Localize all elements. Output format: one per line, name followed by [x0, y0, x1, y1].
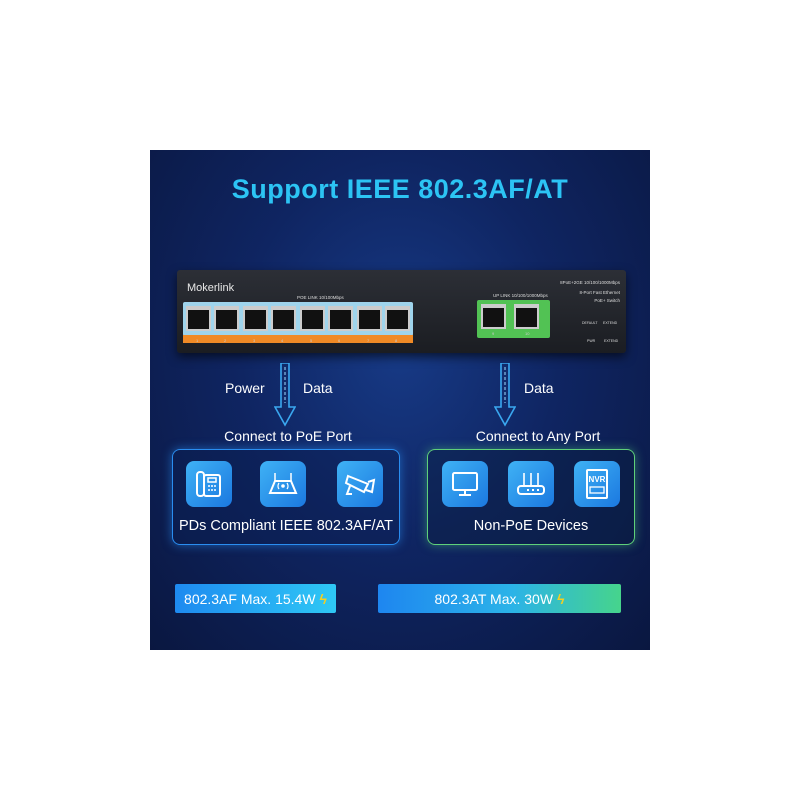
headline: Support IEEE 802.3AF/AT	[231, 174, 569, 204]
ip-phone-icon	[186, 461, 232, 507]
non-poe-devices-group: NVR Non-PoE Devices	[427, 449, 635, 545]
connect-poe-label: Connect to PoE Port	[224, 428, 352, 444]
uplink-label: UP LINK 10/100/1000Mbps	[493, 293, 548, 298]
af-power-text: 802.3AF Max. 15.4W	[184, 590, 316, 607]
led-label-extend: EXTEND	[604, 339, 619, 343]
connect-any-label: Connect to Any Port	[475, 428, 601, 444]
poe-port-strip: 1 2 3 4 5 6 7 8	[183, 335, 413, 343]
router-icon	[508, 461, 554, 507]
data-label-left: Data	[303, 380, 333, 396]
switch-label-default: DEFAULT	[582, 321, 598, 325]
nvr-icon: NVR	[574, 461, 620, 507]
power-label: Power	[225, 380, 265, 396]
model-line2: 8-Port Fast Ethernet	[579, 290, 620, 295]
uplink-ports: 9 10	[477, 300, 550, 338]
poe-link-label: POE LINK 10/100Mbps	[297, 295, 344, 300]
switch-label-extend: EXTEND	[603, 321, 618, 325]
led-label-pwr: PWR	[587, 339, 596, 343]
svg-text:NVR: NVR	[589, 475, 606, 484]
data-label-right: Data	[524, 380, 554, 396]
non-poe-group-label: Non-PoE Devices	[473, 518, 589, 534]
poe-devices-group: PDs Compliant IEEE 802.3AF/AT	[172, 449, 400, 545]
poe-switch-image: Mokerlink POE LINK 10/100Mbps UP LINK 10…	[177, 270, 626, 353]
arrow-down-icon	[274, 363, 296, 427]
brand-logo: Mokerlink	[187, 282, 235, 294]
ip-camera-icon	[337, 461, 383, 507]
model-line1: 8PoE+2GE 10/100/1000Mbps	[560, 280, 620, 285]
arrow-down-icon	[494, 363, 516, 427]
monitor-icon	[442, 461, 488, 507]
poe-ports	[183, 302, 413, 336]
at-power-text: 802.3AT Max. 30W	[434, 590, 554, 607]
poe-group-label: PDs Compliant IEEE 802.3AF/AT	[178, 518, 394, 534]
lightning-icon: ϟ	[557, 590, 565, 607]
model-line3: PoE+ Switch	[594, 298, 620, 303]
lightning-icon: ϟ	[319, 590, 327, 607]
product-panel: Support IEEE 802.3AF/AT Mokerlink POE LI…	[150, 150, 650, 650]
wireless-ap-icon	[260, 461, 306, 507]
